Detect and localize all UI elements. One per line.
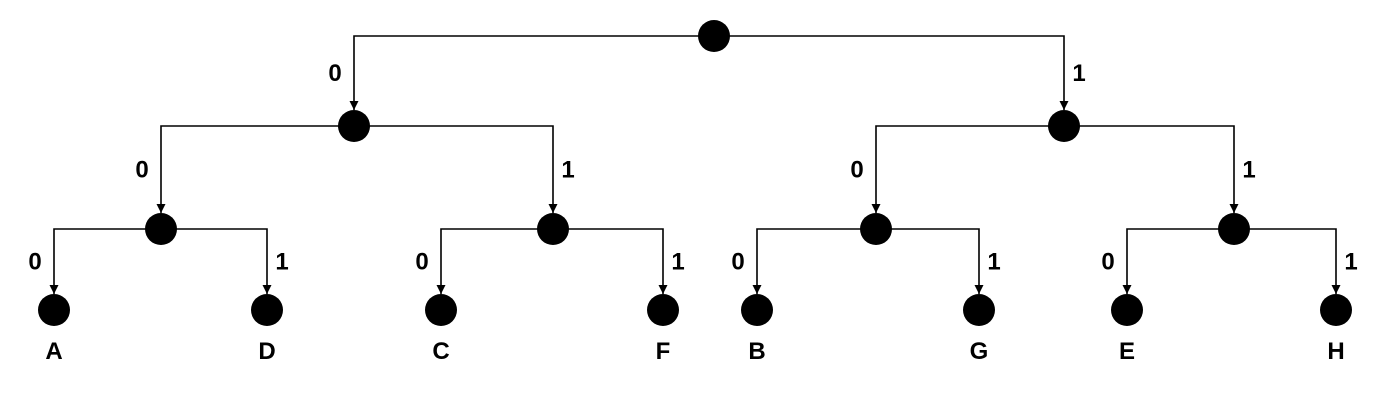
- edge-n3-n8: [161, 228, 272, 294]
- labels: 0 1 0 1 0 1 0 1 0 1 0 1 0 1A D C F B G E H: [28, 60, 1357, 365]
- leaf-node-d: [251, 294, 283, 326]
- leaf-label-d: D: [258, 338, 275, 365]
- edge-label-n5-n12: 1: [987, 249, 1000, 276]
- edge-label-n4-n10: 1: [671, 249, 684, 276]
- leaf-label-g: G: [970, 338, 989, 365]
- edge-n6-n13: [1122, 228, 1234, 294]
- edge-n2-n5: [871, 125, 1064, 213]
- edge-label-n0-n2: 1: [1072, 60, 1085, 87]
- internal-node-n2: [1048, 110, 1080, 142]
- edge-label-n6-n14: 1: [1344, 249, 1357, 276]
- edge-n1-n4: [354, 125, 558, 213]
- edge-label-n1-n3: 0: [135, 157, 148, 184]
- internal-node-n3: [145, 213, 177, 245]
- internal-node-n0: [698, 20, 730, 52]
- internal-node-n1: [338, 110, 370, 142]
- leaf-node-h: [1320, 294, 1352, 326]
- edges: [49, 35, 1341, 294]
- edge-n4-n10: [553, 228, 668, 294]
- leaf-node-a: [38, 294, 70, 326]
- internal-node-n4: [537, 213, 569, 245]
- internal-node-n6: [1218, 213, 1250, 245]
- edge-n6-n14: [1234, 228, 1341, 294]
- edge-label-n3-n8: 1: [275, 249, 288, 276]
- leaf-label-f: F: [656, 338, 671, 365]
- edge-n2-n6: [1064, 125, 1239, 213]
- leaf-node-b: [741, 294, 773, 326]
- leaf-node-f: [647, 294, 679, 326]
- edge-label-n6-n13: 0: [1101, 249, 1114, 276]
- leaf-label-h: H: [1327, 338, 1344, 365]
- edge-label-n5-n11: 0: [731, 249, 744, 276]
- edge-n4-n9: [436, 228, 553, 294]
- leaf-label-c: C: [432, 338, 449, 365]
- edge-label-n1-n4: 1: [561, 157, 574, 184]
- edge-n5-n11: [752, 228, 876, 294]
- leaf-node-e: [1111, 294, 1143, 326]
- nodes: [38, 20, 1352, 326]
- leaf-label-a: A: [45, 338, 62, 365]
- edge-label-n2-n6: 1: [1242, 157, 1255, 184]
- edge-label-n0-n1: 0: [328, 60, 341, 87]
- edge-n0-n2: [714, 35, 1069, 110]
- edge-label-n3-n7: 0: [28, 249, 41, 276]
- leaf-node-c: [425, 294, 457, 326]
- edge-label-n2-n5: 0: [850, 157, 863, 184]
- edge-n1-n3: [156, 125, 354, 213]
- edge-n3-n7: [49, 228, 161, 294]
- leaf-node-g: [963, 294, 995, 326]
- internal-node-n5: [860, 213, 892, 245]
- edge-label-n4-n9: 0: [415, 249, 428, 276]
- edge-n5-n12: [876, 228, 984, 294]
- leaf-label-b: B: [748, 338, 765, 365]
- edge-n0-n1: [349, 35, 714, 110]
- leaf-label-e: E: [1119, 338, 1135, 365]
